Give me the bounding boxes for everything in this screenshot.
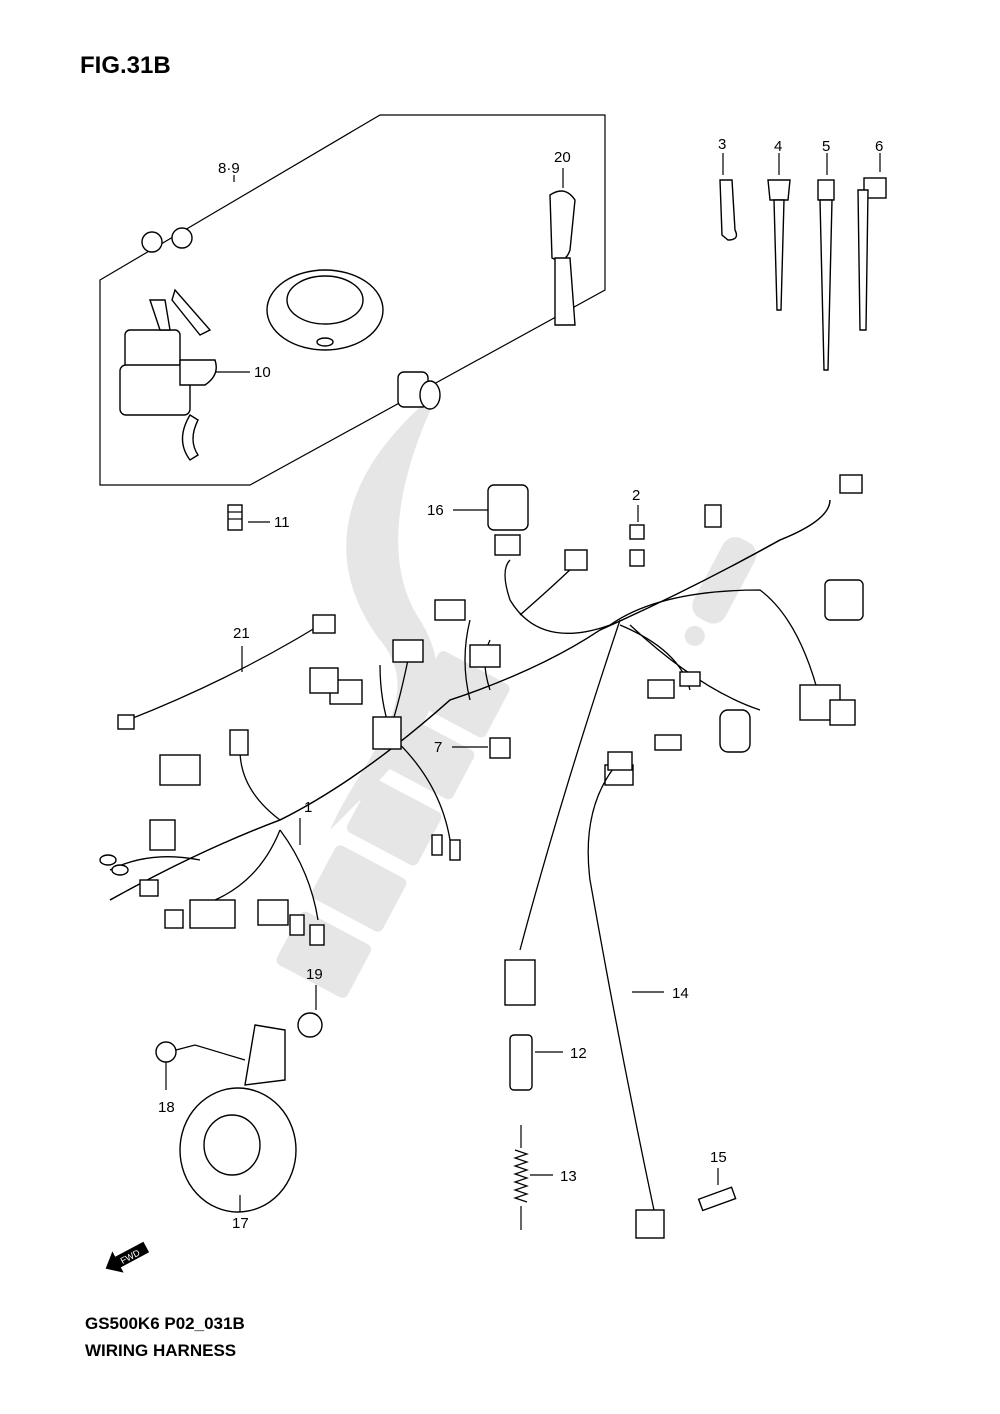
seat-lock [397,371,441,410]
clamp-4 [767,153,791,311]
diagram-code: GS500K6 P02_031B [85,1314,245,1333]
callout-17: 17 [232,1215,249,1232]
callout-14: 14 [672,985,689,1002]
callout-1: 1 [304,799,312,816]
callout-8-9: 8·9 [218,160,240,177]
cable-tie-6 [857,153,887,331]
bolt-15 [697,1168,737,1212]
callout-12: 12 [570,1045,587,1062]
callout-21: 21 [233,625,250,642]
ignition-lock-set-box [99,114,606,486]
screw-11 [227,504,270,531]
callout-3: 3 [718,136,726,153]
switch-12 [504,959,563,1091]
callout-4: 4 [774,138,782,155]
clamp-3 [719,153,738,241]
callout-20: 20 [554,149,571,166]
main-wiring-harness [99,474,864,951]
cable-tie-5 [817,153,835,371]
figure-title: FIG.31B [80,52,171,79]
callout-7: 7 [434,739,442,756]
callout-6: 6 [875,138,883,155]
spring-13 [513,1125,553,1230]
callout-15: 15 [710,1149,727,1166]
callout-10: 10 [254,364,271,381]
sub-harness-21 [117,614,336,730]
ignition-switch [119,227,250,461]
callout-2: 2 [632,487,640,504]
sensor-lead-14 [587,751,665,1239]
fuel-cap [266,269,384,351]
callout-19: 19 [306,966,323,983]
fwd-arrow-icon: FWD [105,1241,150,1273]
callout-18: 18 [158,1099,175,1116]
callout-11: 11 [274,514,290,531]
callout-16: 16 [427,502,444,519]
callout-13: 13 [560,1168,577,1185]
callout-5: 5 [822,138,830,155]
connector-7 [452,737,511,759]
key-blank [549,168,576,326]
diagram-name: WIRING HARNESS [85,1341,237,1360]
horn-17 [155,985,323,1213]
